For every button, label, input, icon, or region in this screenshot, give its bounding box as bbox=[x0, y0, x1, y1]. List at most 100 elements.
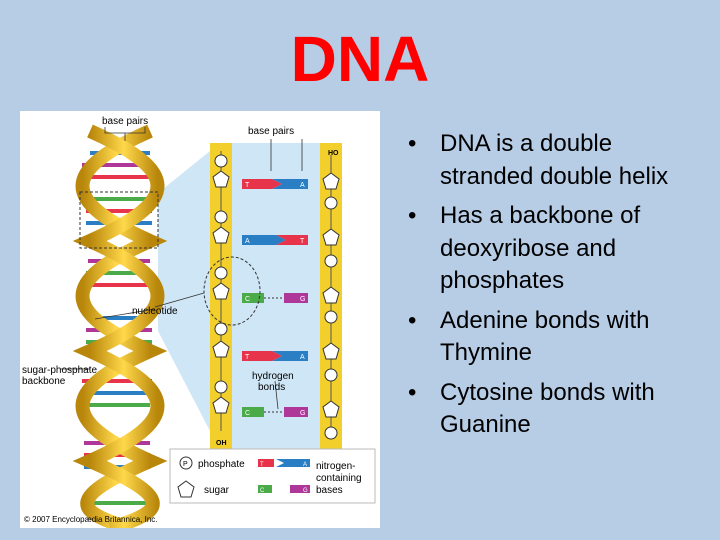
sugar-icon bbox=[322, 286, 340, 304]
ladder-left-letter: C bbox=[245, 410, 250, 417]
sugar-icon bbox=[212, 396, 230, 414]
bullet-dot-icon: • bbox=[408, 202, 417, 229]
label-base-pairs-mid: base pairs bbox=[248, 126, 294, 137]
legend-p: P bbox=[183, 461, 188, 468]
cytosine-base bbox=[242, 407, 264, 417]
helix-rung bbox=[86, 271, 152, 275]
legend-nitrogen-2: containing bbox=[316, 473, 362, 484]
zoom-cone bbox=[158, 151, 210, 431]
ladder-right-letter: A bbox=[300, 182, 305, 189]
leader-lines bbox=[60, 127, 303, 410]
bullet-item: • Has a backbone of deoxyribose and phosp… bbox=[408, 200, 708, 298]
dna-diagram: base pairs base pairs HO OH nucleotide s… bbox=[20, 111, 380, 528]
nucleotide-outline bbox=[203, 256, 261, 326]
legend-g-swatch bbox=[290, 485, 310, 493]
ladder-right-letter: G bbox=[300, 410, 305, 417]
sugar-icon bbox=[322, 228, 340, 246]
right-strand bbox=[322, 155, 340, 440]
legend-sugar: sugar bbox=[204, 485, 230, 496]
bullet-text: DNA is a double stranded double helix bbox=[440, 130, 669, 190]
helix-rung bbox=[82, 379, 152, 383]
label-hydrogen: hydrogen bbox=[252, 371, 294, 382]
legend-t-swatch bbox=[258, 459, 274, 467]
label-sugar-phosphate: sugar-phosphate bbox=[22, 365, 97, 376]
phosphate-icon bbox=[324, 426, 338, 440]
label-bonds: bonds bbox=[258, 382, 285, 393]
helix-rung bbox=[84, 403, 150, 407]
label-ho: HO bbox=[328, 150, 339, 157]
sugar-icon bbox=[212, 282, 230, 300]
bullet-dot-icon: • bbox=[408, 378, 417, 406]
adenine-base bbox=[242, 235, 276, 245]
sugar-icon bbox=[322, 172, 340, 190]
bullet-dot-icon: • bbox=[408, 306, 417, 334]
phosphate-icon bbox=[324, 310, 338, 324]
ladder-left-letter: C bbox=[245, 296, 250, 303]
adenine-base bbox=[272, 351, 308, 361]
legend-a: A bbox=[303, 462, 307, 468]
guanine-base bbox=[284, 407, 308, 417]
ladder-right-letter: A bbox=[300, 354, 305, 361]
legend-nitrogen-3: bases bbox=[316, 485, 343, 496]
sugar-icon bbox=[212, 170, 230, 188]
ladder-left-letter: T bbox=[245, 182, 250, 189]
bullet-text: Adenine bonds with Thymine bbox=[440, 306, 650, 367]
ladder-letters: T A A T C G T A C G bbox=[245, 182, 305, 417]
phosphate-icon bbox=[324, 368, 338, 382]
label-oh: OH bbox=[216, 440, 227, 447]
helix-rung bbox=[86, 283, 152, 287]
legend-t: T bbox=[260, 462, 264, 468]
sugar-icon bbox=[177, 480, 195, 498]
copyright-text: © 2007 Encyclopædia Britannica, Inc. bbox=[24, 515, 158, 524]
ladder-right-letter: G bbox=[300, 296, 305, 303]
ladder-base-pairs bbox=[242, 179, 308, 417]
bullet-list: • DNA is a double stranded double helix •… bbox=[408, 128, 708, 449]
helix-rung bbox=[82, 175, 152, 179]
helix-rung bbox=[86, 209, 152, 213]
helix-backbone-2 bbox=[72, 124, 165, 528]
helix-rung bbox=[86, 197, 152, 201]
cytosine-base bbox=[242, 293, 264, 303]
thymine-base bbox=[242, 351, 272, 361]
phosphate-icon bbox=[324, 196, 338, 210]
label-nucleotide: nucleotide bbox=[132, 306, 178, 317]
bullet-text: Cytosine bonds with Guanine bbox=[440, 378, 655, 439]
phosphate-icon bbox=[214, 380, 228, 394]
phosphate-icon bbox=[214, 154, 228, 168]
helix-rung bbox=[86, 501, 148, 505]
thymine-base bbox=[242, 179, 272, 189]
ladder-left-letter: T bbox=[245, 354, 250, 361]
thymine-base bbox=[276, 235, 308, 245]
phosphate-icon bbox=[214, 266, 228, 280]
helix-rung bbox=[90, 316, 150, 320]
legend-c-swatch bbox=[258, 485, 272, 493]
bullet-item: • DNA is a double stranded double helix bbox=[408, 128, 708, 193]
bullet-text: Has a backbone of deoxyribose and phosph… bbox=[440, 202, 641, 294]
left-strand bbox=[212, 151, 230, 431]
phosphate-icon bbox=[214, 322, 228, 336]
ladder-left-letter: A bbox=[245, 238, 250, 245]
bullet-item: • Adenine bonds with Thymine bbox=[408, 305, 708, 370]
label-backbone: backbone bbox=[22, 376, 66, 387]
dna-diagram-svg: base pairs base pairs HO OH nucleotide s… bbox=[22, 116, 376, 528]
sugar-icon bbox=[212, 226, 230, 244]
phosphate-icon bbox=[214, 210, 228, 224]
helix-rung bbox=[82, 391, 152, 395]
legend-phosphate: phosphate bbox=[198, 459, 245, 470]
legend-box bbox=[169, 448, 376, 504]
phosphate-icon bbox=[179, 456, 193, 470]
sugar-icon bbox=[322, 342, 340, 360]
legend-c: C bbox=[260, 488, 265, 494]
selection-box bbox=[79, 191, 159, 249]
bullet-dot-icon: • bbox=[408, 130, 417, 157]
legend-a-swatch bbox=[276, 459, 310, 467]
sugar-icon bbox=[212, 340, 230, 358]
helix-rung bbox=[82, 163, 150, 167]
legend-nitrogen-1: nitrogen- bbox=[316, 461, 355, 472]
ladder-right-letter: T bbox=[300, 238, 305, 245]
bullet-item: • Cytosine bonds with Guanine bbox=[408, 377, 708, 442]
sugar-icon bbox=[322, 400, 340, 418]
adenine-base bbox=[272, 179, 308, 189]
slide-title: DNA bbox=[290, 23, 430, 95]
legend-g: G bbox=[303, 488, 308, 494]
